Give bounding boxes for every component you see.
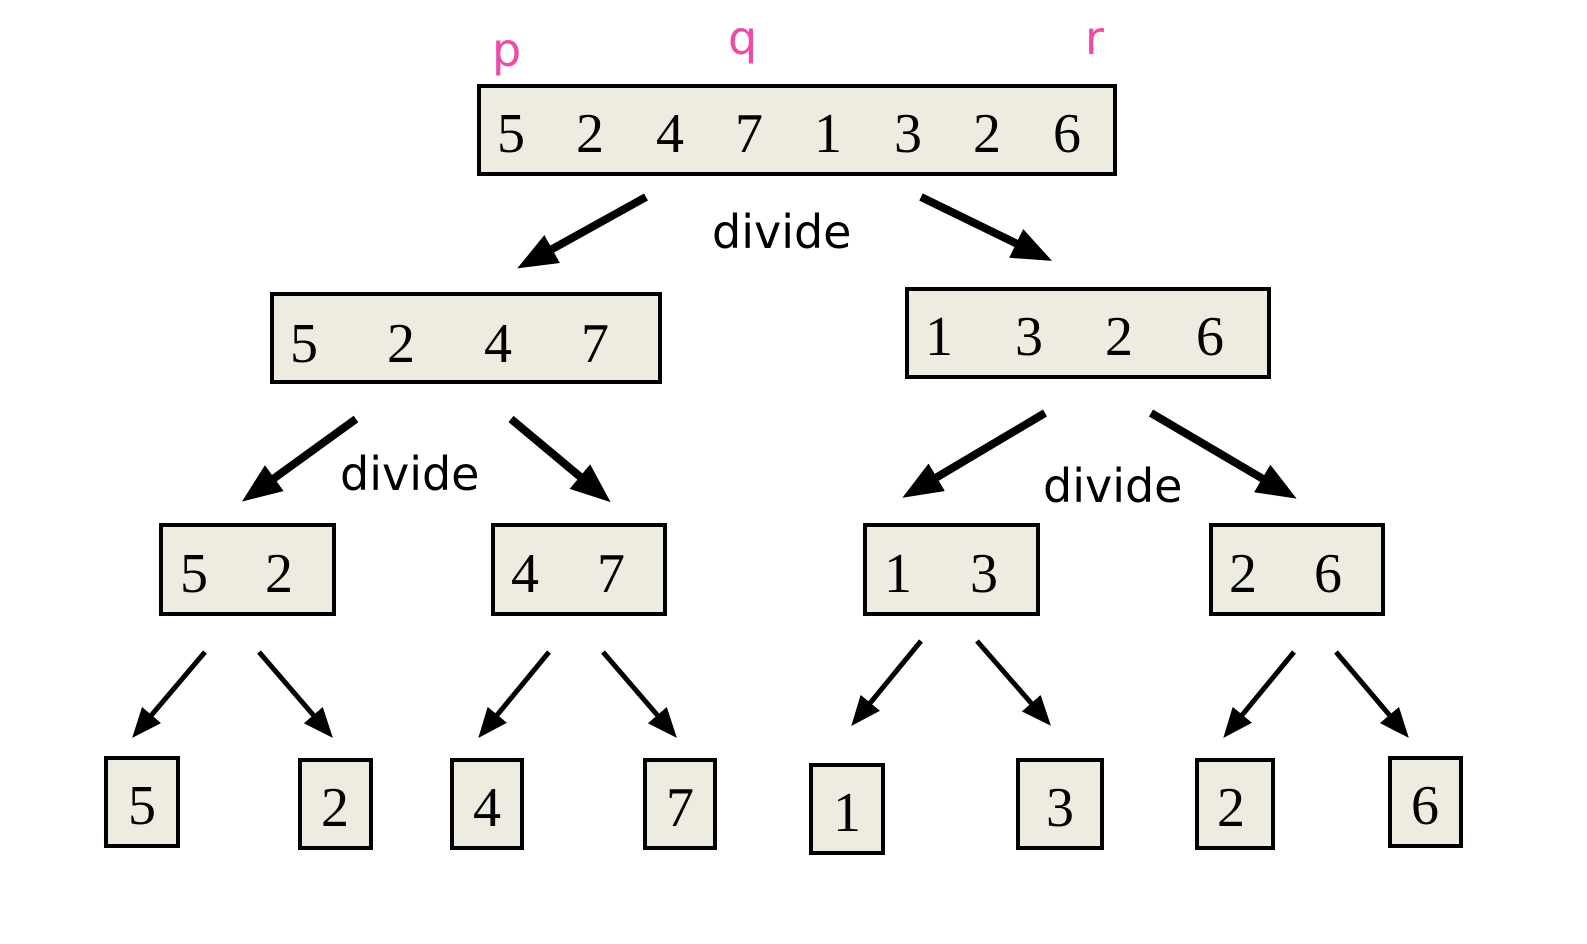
divide-label-top: divide <box>712 205 851 259</box>
array-value: 2 <box>1229 543 1257 605</box>
array-box-47: 4 7 <box>491 523 667 616</box>
annotation-r: r <box>1085 11 1104 65</box>
divide-label-right: divide <box>1043 459 1182 513</box>
array-value: 3 <box>1046 777 1074 839</box>
array-box-root: 5 2 4 7 1 3 2 6 <box>477 84 1117 176</box>
arrow-right-half-left <box>902 409 1048 498</box>
arrow-root-left <box>517 193 648 269</box>
array-value: 2 <box>387 313 415 375</box>
array-value: 5 <box>290 313 318 375</box>
array-box-13: 1 3 <box>863 523 1040 616</box>
array-value: 4 <box>473 777 501 839</box>
array-value: 2 <box>265 543 293 605</box>
array-box-leaf: 4 <box>450 758 524 850</box>
array-value: 2 <box>576 103 604 165</box>
arrow-left-half-right <box>508 415 611 503</box>
array-value: 3 <box>894 103 922 165</box>
arrow-13-left <box>851 639 923 726</box>
array-box-26: 2 6 <box>1209 523 1385 616</box>
arrow-47-right <box>601 650 677 738</box>
array-box-leaf: 2 <box>298 758 373 850</box>
divide-label-left: divide <box>340 447 479 501</box>
arrow-52-right <box>257 650 333 738</box>
array-value: 2 <box>321 777 349 839</box>
array-value: 1 <box>814 103 842 165</box>
array-box-leaf: 3 <box>1016 758 1104 850</box>
array-value: 4 <box>511 543 539 605</box>
array-box-leaf: 2 <box>1195 758 1275 850</box>
array-value: 2 <box>973 103 1001 165</box>
array-box-leaf: 1 <box>809 763 885 855</box>
array-value: 7 <box>581 313 609 375</box>
arrow-47-left <box>478 650 551 738</box>
array-value: 7 <box>597 543 625 605</box>
array-value: 1 <box>925 306 953 368</box>
arrow-26-right <box>1334 650 1409 738</box>
array-value: 7 <box>666 777 694 839</box>
array-box-left-half: 5 2 4 7 <box>270 292 662 384</box>
array-value: 7 <box>735 103 763 165</box>
array-value: 1 <box>884 543 912 605</box>
array-box-leaf: 5 <box>104 756 180 848</box>
array-value: 5 <box>497 103 525 165</box>
array-value: 2 <box>1217 777 1245 839</box>
array-box-52: 5 2 <box>159 523 336 616</box>
array-value: 4 <box>484 313 512 375</box>
array-value: 1 <box>833 782 861 844</box>
array-box-leaf: 7 <box>643 758 717 850</box>
array-value: 6 <box>1314 543 1342 605</box>
arrow-13-right <box>975 639 1051 726</box>
arrow-left-half-left <box>241 415 359 502</box>
array-value: 6 <box>1411 775 1439 837</box>
array-value: 6 <box>1053 103 1081 165</box>
arrow-26-left <box>1223 650 1296 738</box>
arrow-right-half-right <box>1148 409 1297 499</box>
annotation-q: q <box>728 11 757 65</box>
array-value: 2 <box>1105 306 1133 368</box>
array-value: 3 <box>1015 306 1043 368</box>
array-value: 5 <box>180 543 208 605</box>
array-value: 5 <box>128 775 156 837</box>
arrow-52-left <box>132 650 207 738</box>
array-value: 3 <box>970 543 998 605</box>
array-value: 4 <box>656 103 684 165</box>
array-box-right-half: 1 3 2 6 <box>905 287 1271 379</box>
annotation-p: p <box>492 23 521 77</box>
array-box-leaf: 6 <box>1388 756 1463 848</box>
array-value: 6 <box>1196 306 1224 368</box>
arrow-root-right <box>919 193 1053 261</box>
